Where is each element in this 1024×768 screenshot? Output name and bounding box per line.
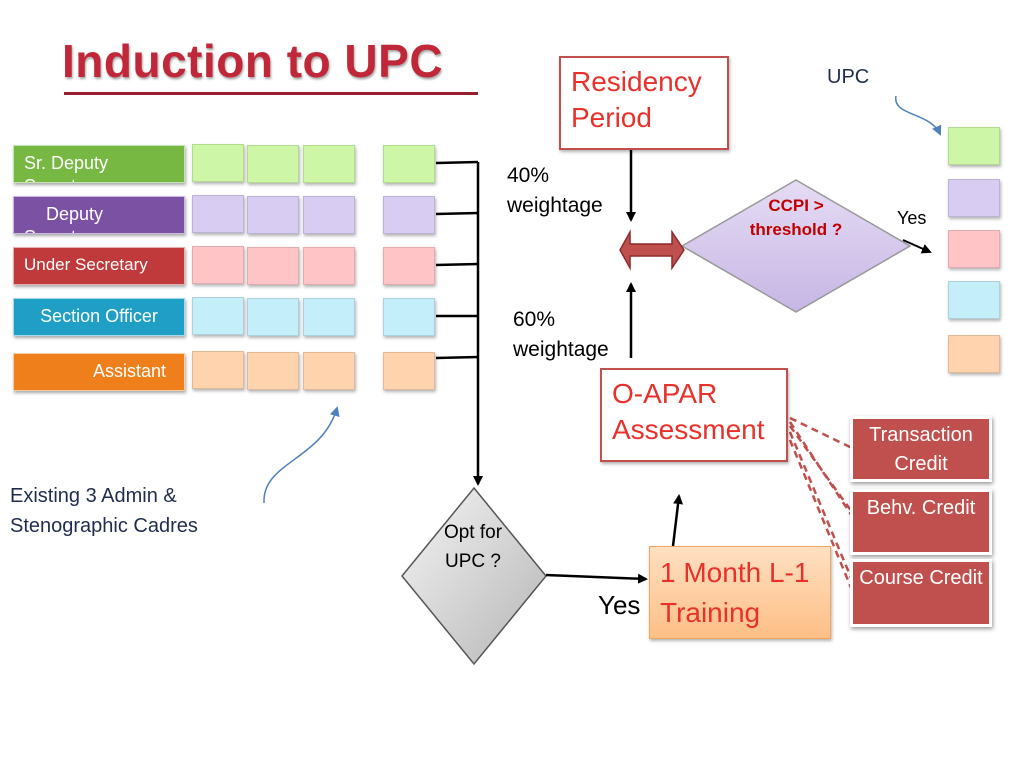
cadre-cell <box>383 196 435 234</box>
training-box: 1 Month L-1 Training <box>649 546 831 639</box>
upc-cell <box>948 179 1000 217</box>
cadre-cell <box>247 196 299 234</box>
ccpi-diamond <box>680 179 912 313</box>
cadre-cell <box>247 247 299 285</box>
cadre-cell <box>247 298 299 336</box>
cadre-cell <box>303 298 355 336</box>
weightage-40-label: 40% weightage <box>507 164 603 218</box>
opt-yes-arrow <box>545 573 648 584</box>
upc-cell <box>948 127 1000 165</box>
cadre-cell <box>247 352 299 390</box>
ccpi-yes-label: Yes <box>897 208 927 228</box>
upc-cell <box>948 281 1000 319</box>
cadre-label-assistant: Assistant <box>13 353 185 391</box>
upc-cell <box>948 335 1000 373</box>
cadre-cell <box>383 145 435 183</box>
ccpi-diamond-text: CCPI > threshold ? <box>749 196 843 239</box>
cadre-cell <box>303 247 355 285</box>
cadre-label-section-officer: Section Officer <box>13 298 185 336</box>
residency-box: Residency Period <box>559 56 729 150</box>
cadre-cell <box>383 298 435 336</box>
behv-credit-box: Behv. Credit <box>850 489 992 555</box>
upc-cell <box>948 230 1000 268</box>
cadre-label-deputy-secretary: Deputy Secretary <box>13 196 185 234</box>
cadre-cell <box>383 247 435 285</box>
cadre-branch-lines <box>435 160 479 360</box>
cadre-cell <box>192 351 244 389</box>
oapar-box: O-APAR Assessment <box>600 368 788 462</box>
course-credit-box: Course Credit <box>850 559 992 627</box>
opt-diamond <box>401 486 547 666</box>
cadre-cell <box>192 297 244 335</box>
existing-curve-arrow <box>263 406 340 504</box>
cadre-cell <box>303 352 355 390</box>
upc-curve-arrow <box>895 95 942 136</box>
page-title: Induction to UPC <box>62 35 444 87</box>
cadre-cell <box>192 144 244 182</box>
transaction-credit-box: Transaction Credit <box>850 416 992 482</box>
ccpi-yes-arrow <box>902 239 932 254</box>
opt-yes-label: Yes <box>598 590 641 620</box>
cadre-cell <box>192 195 244 233</box>
combiner-arrow <box>619 229 685 271</box>
cadre-cell <box>192 246 244 284</box>
cadre-label-under-secretary: Under Secretary <box>13 247 185 285</box>
upc-label: UPC <box>827 66 870 88</box>
cadre-cell <box>247 145 299 183</box>
weightage-60-label: 60% weightage <box>513 308 609 362</box>
opt-diamond-text: Opt for UPC ? <box>443 522 503 573</box>
credit-dashed-lines <box>788 416 854 591</box>
existing-cadres-caption: Existing 3 Admin & Stenographic Cadres <box>10 485 198 537</box>
training-up-arrow <box>671 494 684 547</box>
cadre-cell <box>303 196 355 234</box>
cadre-cell <box>303 145 355 183</box>
cadre-label-sr-deputy-secretary: Sr. Deputy Secretary <box>13 145 185 183</box>
cadre-cell <box>383 352 435 390</box>
title-underline <box>64 92 478 95</box>
